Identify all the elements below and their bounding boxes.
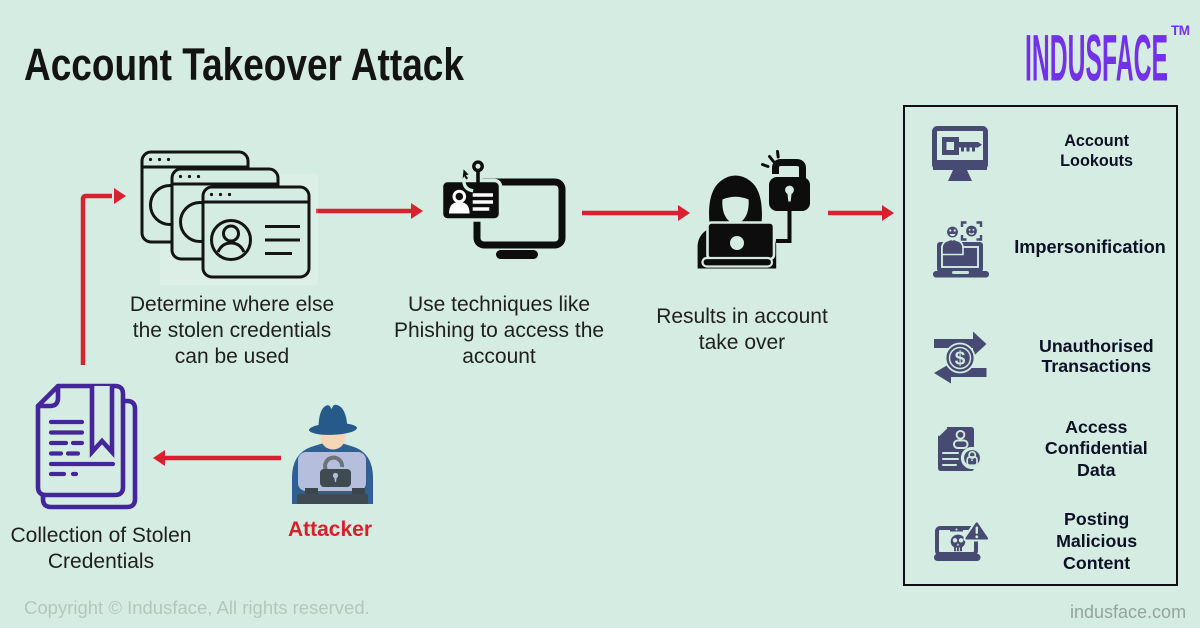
svg-text:$: $ <box>955 349 966 370</box>
